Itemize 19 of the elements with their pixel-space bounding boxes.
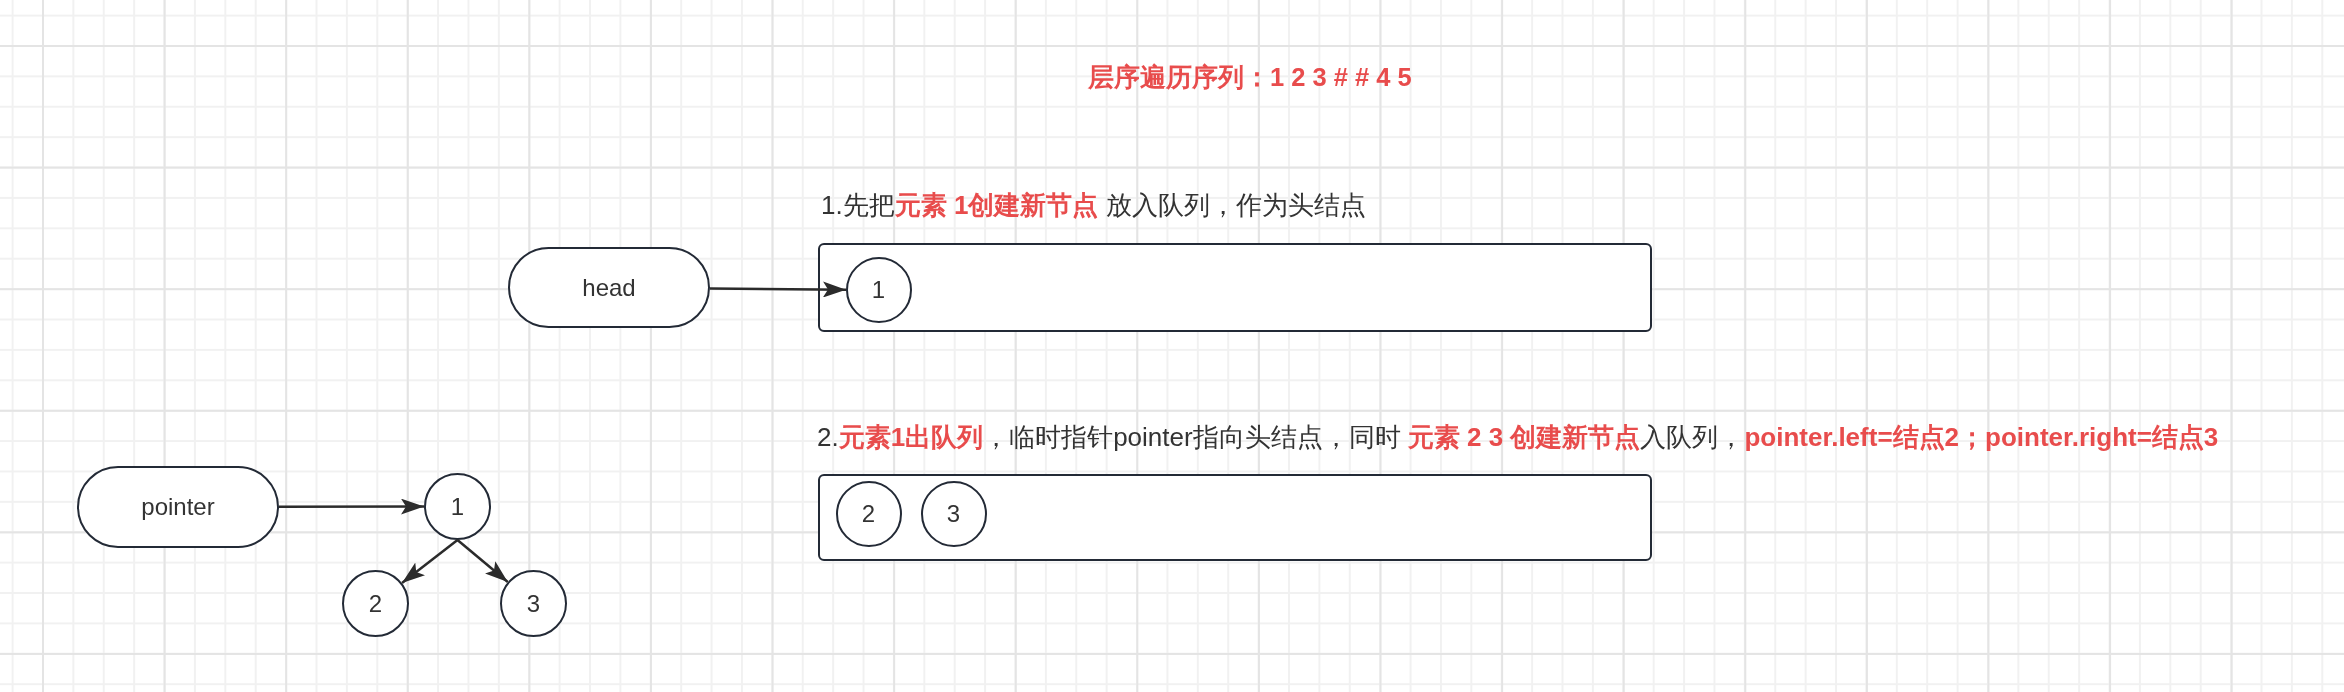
node-label: head [582, 273, 636, 302]
arrow [710, 281, 846, 298]
arrow [456, 539, 509, 583]
rounded-box [508, 247, 710, 328]
rounded-box [77, 466, 279, 548]
arrow [401, 539, 459, 584]
title: 层序遍历序列：1 2 3 # # 4 5 [1088, 62, 1412, 92]
node-label: 2 [368, 589, 383, 618]
node-label: 1 [871, 275, 886, 304]
queue-box [818, 474, 1652, 561]
step-description: 2.元素1出队列，临时指针pointer指向头结点，同时 元素 2 3 创建新节点入队列，pointer.left=结点2；pointer.right=结点3 [817, 422, 2219, 452]
node-label: 1 [450, 492, 465, 521]
step-description: 1.先把元素 1创建新节点 放入队列，作为头结点 [821, 190, 1366, 220]
arrow [279, 498, 424, 515]
node-label: 3 [946, 499, 961, 528]
queue-box [818, 243, 1652, 332]
node-label: pointer [141, 493, 215, 521]
node-label: 3 [526, 589, 541, 618]
node-label: 2 [861, 499, 876, 528]
